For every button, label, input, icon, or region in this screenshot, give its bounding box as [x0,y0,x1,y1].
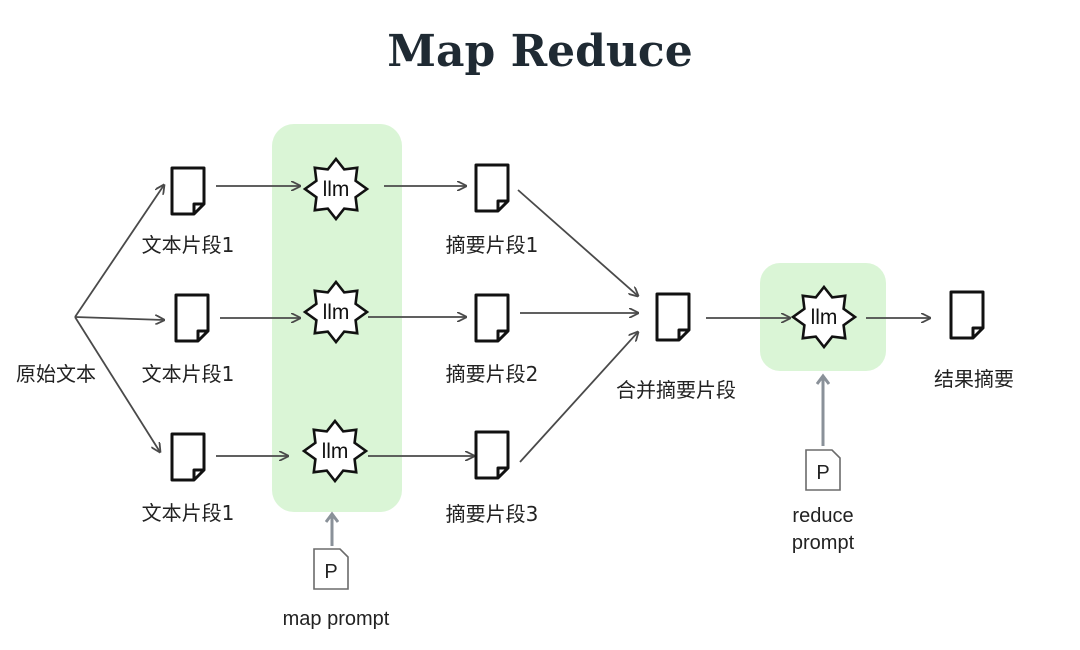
llm-star-icon: llm [301,418,369,484]
summary-label-3: 摘要片段3 [446,502,539,526]
prompt-document-icon: P [805,449,841,491]
document-icon [174,293,210,343]
summary-label-1: 摘要片段1 [446,233,539,257]
document-icon [949,290,985,340]
llm-star-icon: llm [302,279,370,345]
prompt-icon-letter: P [324,561,337,583]
document-icon [655,292,691,342]
edge-source-chunk1 [74,185,164,318]
document-icon [170,166,206,216]
summary-label-2: 摘要片段2 [446,362,539,386]
source-text-label: 原始文本 [16,362,96,386]
llm-star-icon: llm [302,156,370,222]
diagram-title: Map Reduce [387,26,692,77]
llm-star-icon: llm [790,284,858,350]
edge-source-chunk3 [74,316,160,452]
document-icon [474,430,510,480]
document-icon [474,163,510,213]
document-icon [170,432,206,482]
chunk-label-2: 文本片段1 [142,362,235,386]
result-summary-label: 结果摘要 [934,367,1014,391]
chunk-label-1: 文本片段1 [142,233,235,257]
merged-summary-label: 合并摘要片段 [616,378,736,402]
prompt-document-icon: P [313,548,349,590]
prompt-icon-letter: P [816,462,829,484]
llm-label: llm [811,306,838,329]
edge-summary3-merged [519,332,638,463]
reduce-prompt-label-line2: prompt [792,532,855,554]
edge-source-chunk2 [74,317,164,320]
document-icon [474,293,510,343]
llm-label: llm [322,440,349,463]
llm-label: llm [323,178,350,201]
reduce-prompt-label-line1: reduce [792,505,853,527]
edge-summary1-merged [517,189,638,296]
llm-label: llm [323,301,350,324]
chunk-label-3: 文本片段1 [142,501,235,525]
map-prompt-label: map prompt [283,608,390,630]
